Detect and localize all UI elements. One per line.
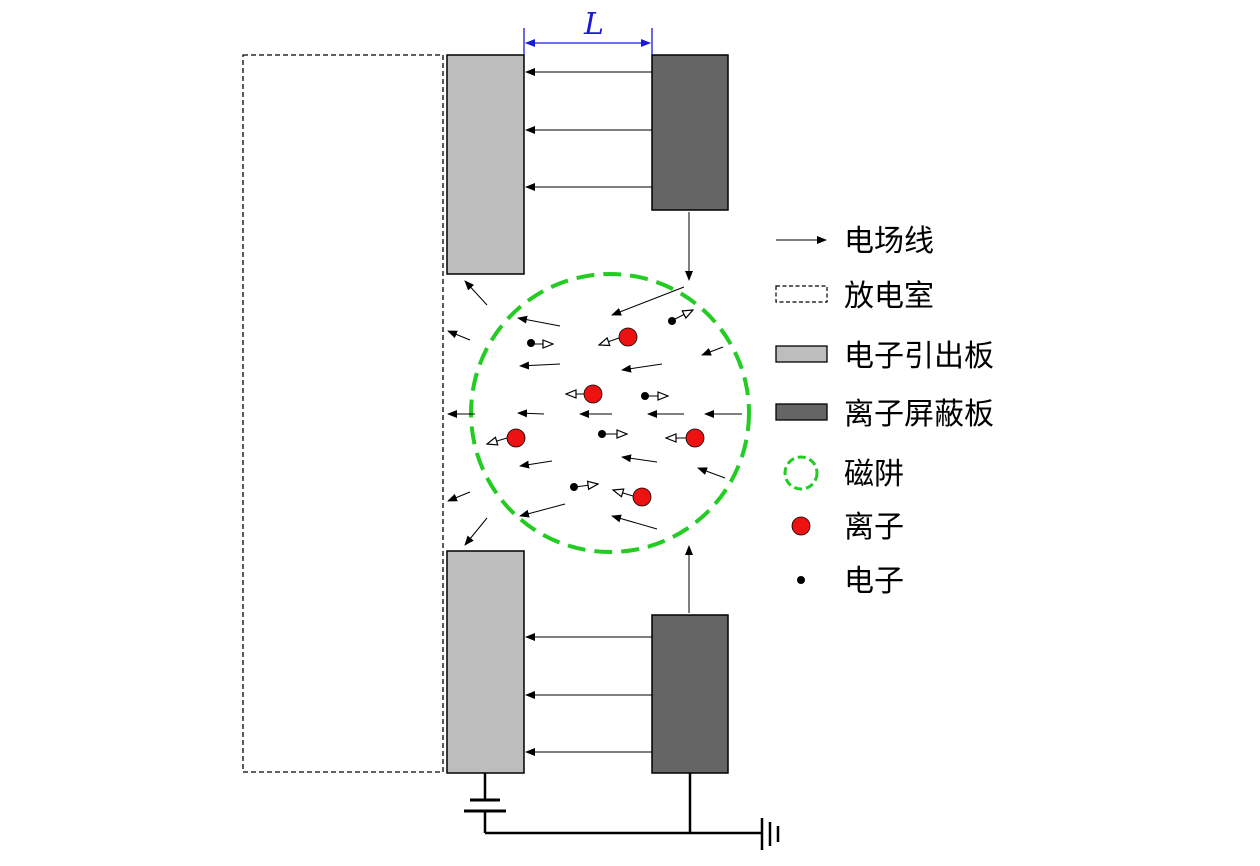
svg-text:电场线: 电场线 (844, 224, 934, 259)
ground-icon (760, 818, 780, 850)
electron-particle (641, 392, 668, 400)
electron-extraction-plate-bottom (446, 550, 525, 774)
ion-shield-plate-bottom (651, 614, 729, 774)
legend-item-field-line: 电场线 (776, 224, 934, 259)
electrons (527, 310, 693, 491)
electron-particle (527, 339, 553, 347)
electron-extraction-plate-top (446, 54, 525, 275)
legend-item-discharge-chamber: 放电室 (775, 279, 934, 314)
svg-text:放电室: 放电室 (844, 279, 934, 314)
ion-particle (666, 428, 705, 448)
electron-particle (570, 483, 598, 491)
legend-item-electron: 电子 (797, 564, 904, 599)
legend-item-magnetic-cusp: 磁阱 (783, 455, 904, 492)
legend-item-electron-extraction-plate: 电子引出板 (775, 339, 994, 374)
legend: 电场线 放电室 电子引出板 离子屏蔽板 磁阱 离子 电子 (775, 224, 994, 599)
ion-particle (566, 384, 603, 404)
ion-shield-plate-top (651, 54, 729, 211)
legend-item-ion: 离子 (791, 510, 904, 545)
svg-text:离子: 离子 (844, 510, 904, 545)
field-lines-between-plates (525, 68, 693, 756)
field-lines-plasma (447, 280, 742, 546)
dimension-L: L (523, 7, 653, 55)
svg-text:电子引出板: 电子引出板 (844, 339, 994, 374)
ion-particle (487, 428, 526, 448)
electron-particle (598, 430, 627, 438)
ion-particle (599, 327, 638, 347)
dimension-label: L (583, 7, 604, 42)
discharge-chamber (242, 54, 444, 773)
svg-text:电子: 电子 (844, 564, 904, 599)
ions (487, 327, 705, 507)
magnetic-cusp-ring (469, 272, 751, 554)
electron-particle (668, 310, 693, 325)
svg-text:离子屏蔽板: 离子屏蔽板 (844, 397, 994, 432)
svg-text:磁阱: 磁阱 (844, 457, 904, 492)
legend-item-ion-shield-plate: 离子屏蔽板 (775, 397, 994, 432)
ion-particle (613, 487, 652, 507)
circuit-wiring (464, 773, 762, 835)
